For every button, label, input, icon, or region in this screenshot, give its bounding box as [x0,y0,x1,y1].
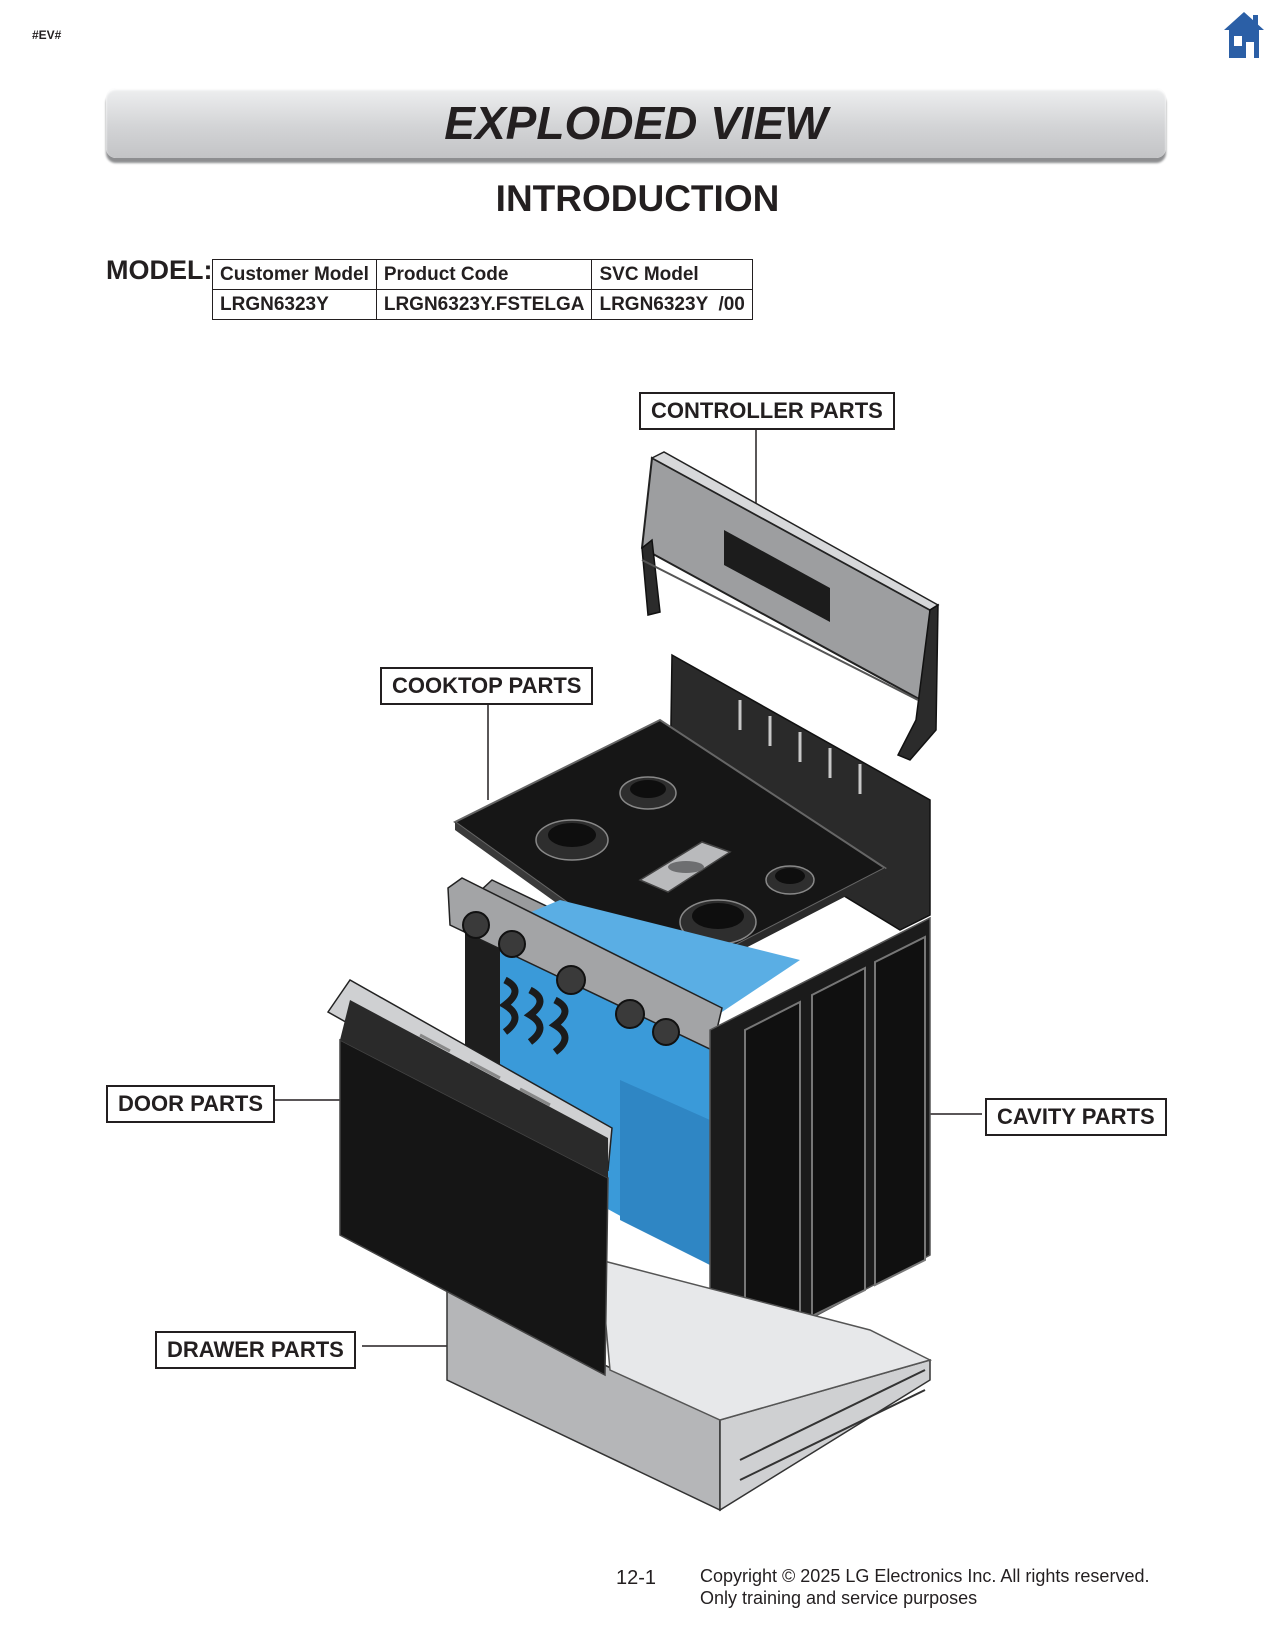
page-number: 12-1 [616,1567,657,1589]
leader-lines [275,426,982,1347]
cell-product-code: LRGN6323Y.FSTELGA [375,289,593,320]
header-customer-model: Customer Model [212,259,377,290]
header-svc-model: SVC Model [591,259,753,290]
title-banner: EXPLODED VIEW [106,88,1166,158]
warming-drawer [446,1259,933,1512]
callout-drawer-parts[interactable]: DRAWER PARTS [155,1331,356,1369]
model-table-header-row: Customer Model Product Code SVC Model [212,259,753,290]
callout-cavity-parts[interactable]: CAVITY PARTS [985,1098,1167,1136]
side-panel [709,916,931,1374]
home-icon[interactable] [1222,10,1266,62]
copyright-line: Copyright © 2025 LG Electronics Inc. All… [700,1566,1150,1586]
cell-svc-model: LRGN6323Y /00 [591,289,753,320]
callout-door-parts[interactable]: DOOR PARTS [106,1085,276,1123]
purpose-line: Only training and service purposes [700,1588,978,1608]
callout-controller-parts[interactable]: CONTROLLER PARTS [639,392,895,430]
controller-panel [640,451,940,761]
section-heading: INTRODUCTION [495,178,780,219]
callout-cooktop-parts[interactable]: COOKTOP PARTS [380,667,594,705]
knob-panel [447,877,723,1052]
oven-door [326,979,613,1377]
page-title: EXPLODED VIEW [444,97,828,149]
copyright-notice: Copyright © 2025 LG Electronics Inc. All… [700,1565,1149,1609]
cell-customer-model: LRGN6323Y [212,289,377,320]
document-tag: #EV# [32,28,62,42]
model-table-row: LRGN6323Y LRGN6323Y.FSTELGA LRGN6323Y /0… [212,289,753,320]
model-table: Customer Model Product Code SVC Model LR… [212,259,753,320]
model-label: MODEL: [106,255,213,285]
